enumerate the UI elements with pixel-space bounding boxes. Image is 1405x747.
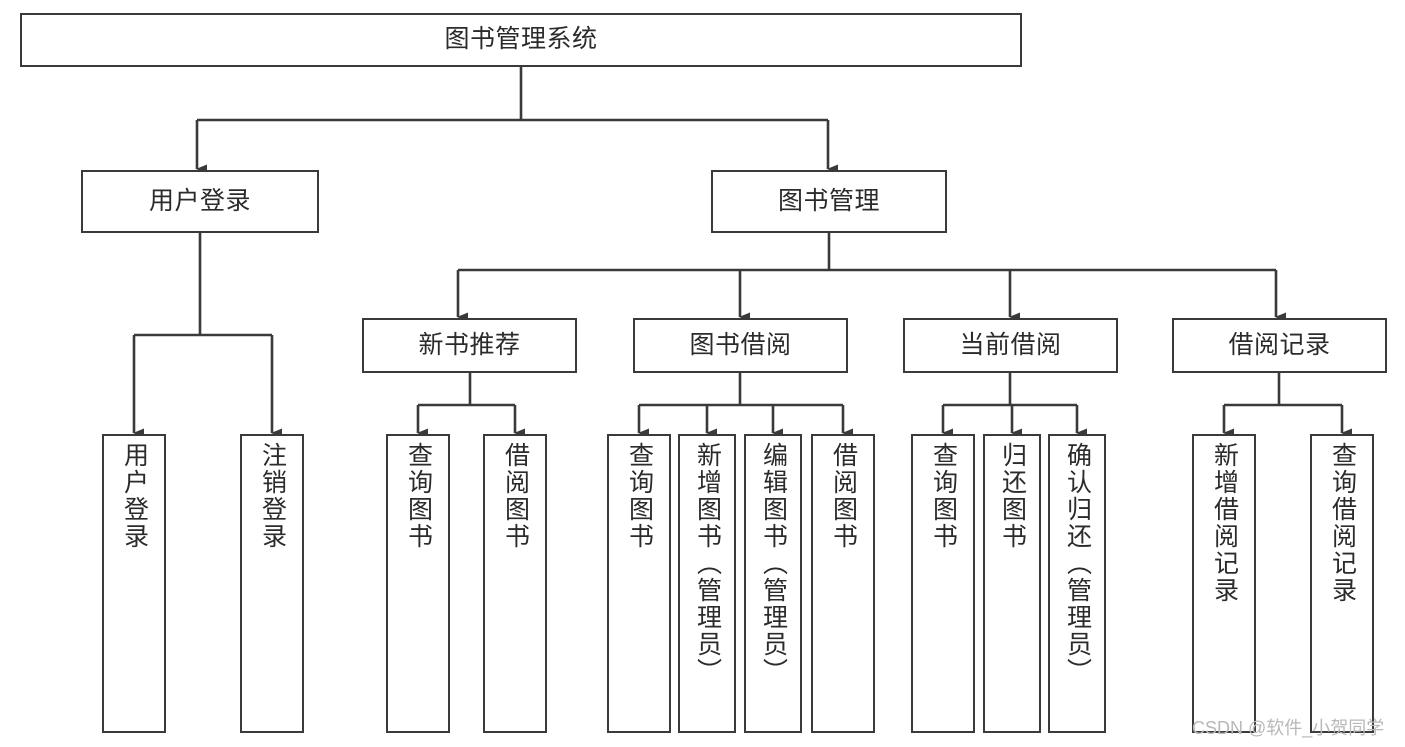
node-label: 用户登录	[148, 186, 251, 215]
node-label: 查询图书	[404, 442, 433, 550]
node-leaf-confirm-return-admin[interactable]: 确认归还（管理员）	[1048, 434, 1106, 733]
node-label: 借阅记录	[1228, 330, 1331, 359]
node-label: 注销登录	[258, 442, 287, 550]
node-leaf-borrow-book-recommend[interactable]: 借阅图书	[483, 434, 547, 733]
node-borrowing-record[interactable]: 借阅记录	[1172, 318, 1387, 373]
node-label: 当前借阅	[959, 330, 1062, 359]
node-label: 图书管理系统	[444, 25, 598, 54]
node-label: 借阅图书	[501, 442, 530, 550]
node-label: 借阅图书	[829, 442, 858, 550]
node-leaf-logout[interactable]: 注销登录	[240, 434, 304, 733]
node-label: 图书管理	[777, 186, 880, 215]
node-leaf-add-book-admin[interactable]: 新增图书（管理员）	[678, 434, 736, 733]
node-label: 确认归还（管理员）	[1063, 442, 1092, 685]
node-new-book-recommendation[interactable]: 新书推荐	[362, 318, 577, 373]
node-label: 编辑图书（管理员）	[759, 442, 788, 685]
node-user-login[interactable]: 用户登录	[81, 170, 319, 233]
watermark-text: CSDN @软件_小贺同学	[1192, 718, 1385, 738]
node-leaf-borrow-book[interactable]: 借阅图书	[811, 434, 875, 733]
node-leaf-query-book-current[interactable]: 查询图书	[911, 434, 975, 733]
node-leaf-query-borrow-record[interactable]: 查询借阅记录	[1310, 434, 1374, 733]
node-leaf-query-book-borrow[interactable]: 查询图书	[607, 434, 671, 733]
node-root-system[interactable]: 图书管理系统	[20, 13, 1022, 67]
node-label: 新增借阅记录	[1210, 442, 1239, 604]
node-leaf-add-borrow-record[interactable]: 新增借阅记录	[1192, 434, 1256, 733]
node-label: 查询图书	[929, 442, 958, 550]
node-leaf-edit-book-admin[interactable]: 编辑图书（管理员）	[744, 434, 802, 733]
node-label: 归还图书	[998, 442, 1027, 550]
node-label: 新书推荐	[418, 330, 521, 359]
node-leaf-user-login[interactable]: 用户登录	[102, 434, 166, 733]
node-book-management[interactable]: 图书管理	[711, 170, 947, 233]
node-label: 查询借阅记录	[1328, 442, 1357, 604]
node-leaf-return-book[interactable]: 归还图书	[983, 434, 1041, 733]
node-current-borrowing[interactable]: 当前借阅	[903, 318, 1118, 373]
node-label: 查询图书	[625, 442, 654, 550]
node-label: 新增图书（管理员）	[693, 442, 722, 685]
node-label: 用户登录	[120, 442, 149, 550]
node-book-borrowing[interactable]: 图书借阅	[633, 318, 848, 373]
node-leaf-query-book-recommend[interactable]: 查询图书	[386, 434, 450, 733]
node-label: 图书借阅	[689, 330, 792, 359]
